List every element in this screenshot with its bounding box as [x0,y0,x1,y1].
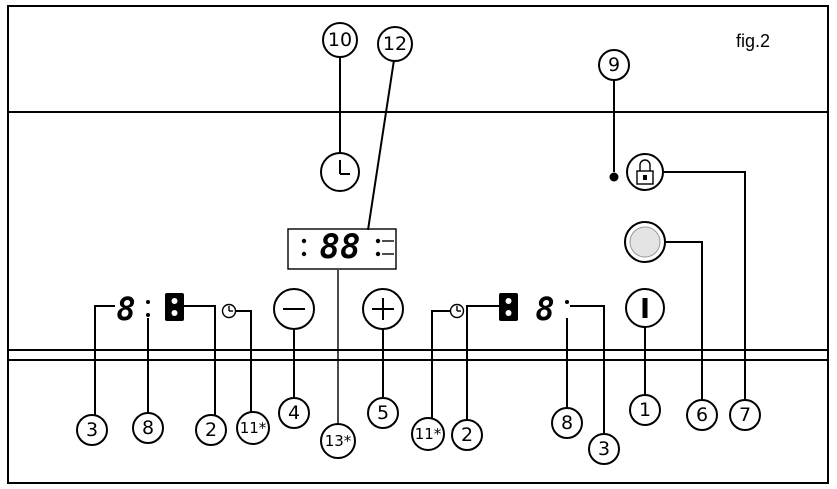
center-display-digits: 88 [320,227,361,267]
callout-13: 13* [320,423,356,459]
right-timer-indicator-icon [449,303,465,319]
svg-text:3: 3 [598,438,610,460]
callout-1: 1 [629,394,661,426]
svg-text:8: 8 [561,412,573,434]
callout-9: 9 [598,49,630,81]
svg-text:1: 1 [639,399,651,421]
left-zone-selector-icon[interactable] [165,293,184,321]
callout-3-left: 3 [76,414,108,446]
left-colon-bottom [146,313,150,317]
svg-text:2: 2 [461,424,473,446]
leader-11a [236,310,252,412]
callout-7: 7 [729,399,761,431]
callout-11-right: 11* [411,417,445,451]
lock-indicator-dot [609,172,619,182]
svg-text:8: 8 [142,417,154,439]
callout-10: 10 [322,22,358,58]
left-zone-power-digit: 8 [116,290,135,328]
svg-text:3: 3 [86,419,98,441]
callout-2-left: 2 [195,414,227,446]
callout-5: 5 [367,397,399,429]
minus-icon[interactable] [273,288,315,330]
display-colon-bottom [301,251,307,257]
power-icon[interactable] [625,288,665,328]
leader-11b [431,310,450,418]
callout-4: 4 [278,397,310,429]
callout-11-left: 11* [236,411,270,445]
right-dot [565,300,569,304]
callout-12: 12 [377,26,413,62]
svg-text:12: 12 [383,33,407,55]
right-zone-power-digit: 8 [535,290,554,328]
svg-text:6: 6 [696,404,708,426]
timer-clock-icon[interactable] [320,152,360,192]
svg-text:13*: 13* [325,432,352,450]
leader-6 [665,241,703,400]
svg-text:5: 5 [377,402,389,424]
leader-7 [663,171,746,400]
callout-3-right: 3 [588,433,620,465]
left-colon-top [146,300,150,304]
diagram-frame [7,5,829,484]
svg-text:4: 4 [288,402,300,424]
display-colon-top [301,238,307,244]
svg-text:7: 7 [739,404,751,426]
left-timer-indicator-icon [221,303,237,319]
leader-3b [570,305,605,433]
leader-12 [367,59,395,231]
figure-label: fig.2 [736,31,770,51]
center-display-frame [287,228,397,270]
callout-2-right: 2 [451,419,483,451]
svg-text:9: 9 [608,54,620,76]
plus-icon[interactable] [362,288,404,330]
callout-6: 6 [686,399,718,431]
callout-8-right: 8 [551,407,583,439]
display-dot-bottom [375,251,381,257]
leader-2b [466,305,499,420]
leader-3a [94,305,115,415]
svg-text:10: 10 [328,29,352,51]
display-dot-top [375,238,381,244]
svg-text:11*: 11* [240,419,267,437]
leader-2a [184,305,216,415]
lock-icon[interactable] [626,153,664,191]
callout-8-left: 8 [132,412,164,444]
svg-text:2: 2 [205,419,217,441]
svg-text:11*: 11* [415,425,442,443]
extra-function-button-icon[interactable] [624,221,666,263]
right-zone-selector-icon[interactable] [499,293,518,321]
